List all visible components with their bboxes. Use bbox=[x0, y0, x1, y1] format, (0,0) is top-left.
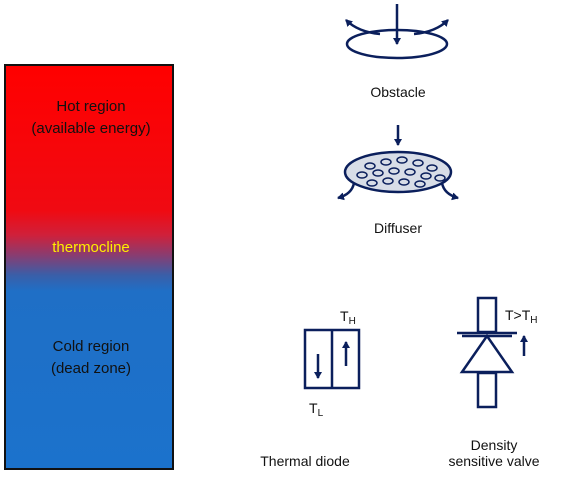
diffuser-icon bbox=[337, 125, 459, 201]
cold-region-subtitle: (dead zone) bbox=[50, 360, 132, 377]
cold-region-title: Cold region bbox=[52, 338, 130, 355]
thermocline-label: thermocline bbox=[52, 239, 130, 256]
thermal-diode-icon bbox=[303, 328, 361, 390]
t-high-letter: T bbox=[340, 308, 349, 324]
density-valve-label: Density sensitive valve bbox=[432, 437, 556, 469]
t-low-subscript: L bbox=[317, 408, 324, 419]
obstacle-label: Obstacle bbox=[370, 84, 426, 100]
storage-tank: Hot region (available energy) thermoclin… bbox=[4, 64, 174, 470]
t-condition-subscript: H bbox=[530, 315, 538, 326]
density-valve-line2: sensitive valve bbox=[448, 453, 540, 469]
t-high-label: TH bbox=[340, 308, 360, 327]
t-condition-label: T>TH bbox=[505, 307, 559, 326]
thermal-diode-label: Thermal diode bbox=[260, 453, 350, 469]
obstacle-icon bbox=[345, 4, 449, 60]
cold-region-label: Cold region (dead zone) bbox=[6, 336, 176, 380]
t-low-letter: T bbox=[309, 400, 318, 416]
density-valve-icon bbox=[457, 296, 528, 409]
t-high-subscript: H bbox=[348, 316, 356, 327]
t-condition-text: T>T bbox=[505, 307, 531, 323]
hot-region-subtitle: (available energy) bbox=[31, 120, 151, 137]
t-low-label: TL bbox=[309, 400, 329, 419]
hot-region-title: Hot region bbox=[56, 98, 126, 115]
hot-region-label: Hot region (available energy) bbox=[6, 96, 176, 140]
density-valve-line1: Density bbox=[470, 437, 518, 453]
diffuser-label: Diffuser bbox=[374, 220, 422, 236]
